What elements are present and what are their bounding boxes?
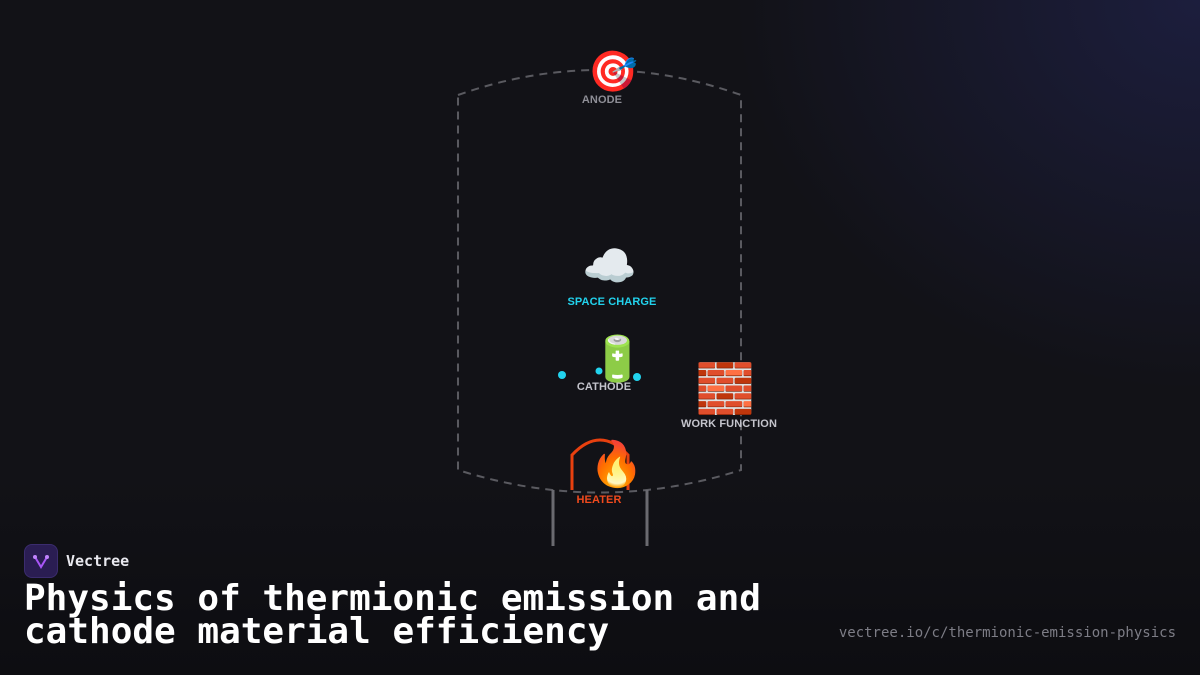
background-fade [0, 475, 1200, 675]
brand-name: Vectree [66, 552, 130, 570]
tube-envelope [457, 69, 742, 494]
cloud-icon: ☁️ [582, 241, 637, 292]
electron-dot [558, 371, 566, 379]
fire-icon: 🔥 [589, 439, 644, 490]
anode-label: ANODE [581, 94, 623, 106]
electron-dot [633, 373, 641, 381]
target-icon: 🎯 [588, 49, 638, 95]
space-charge-label: SPACE CHARGE [567, 296, 657, 308]
work-function-label: WORK FUNCTION [680, 418, 777, 430]
battery-icon: 🔋 [590, 334, 645, 385]
brick-wall-icon: 🧱 [695, 361, 755, 417]
heater-label: HEATER [576, 494, 622, 506]
heater-filament [570, 438, 630, 490]
vectree-logo-icon [24, 544, 58, 578]
page-title: Physics of thermionic emission and catho… [24, 578, 761, 652]
cathode-label: CATHODE [576, 381, 632, 393]
electron-dot [595, 367, 603, 375]
page-url[interactable]: vectree.io/c/thermionic-emission-physics [838, 625, 1176, 641]
